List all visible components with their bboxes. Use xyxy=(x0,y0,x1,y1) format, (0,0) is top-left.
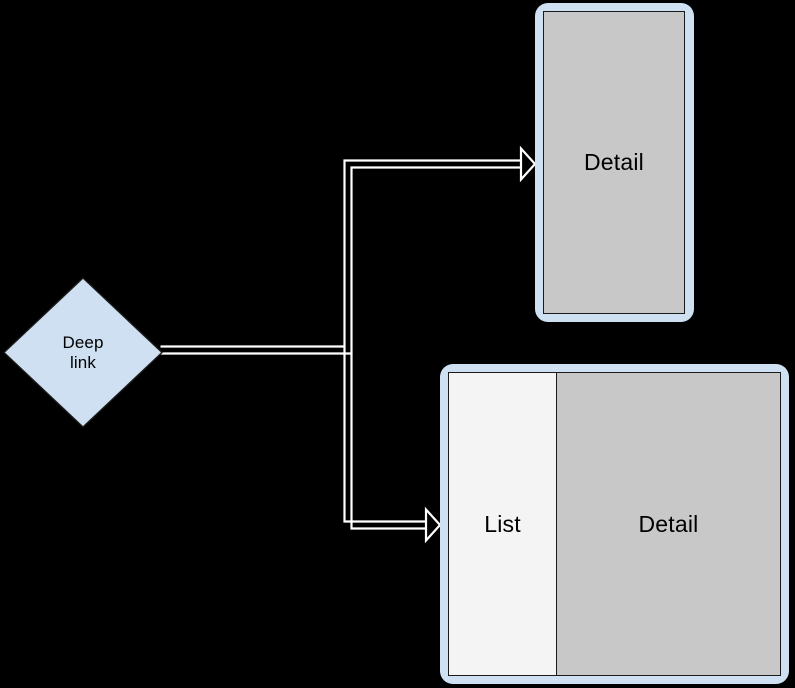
tablet-detail-pane: Detail xyxy=(557,373,780,675)
phone-screen: Detail xyxy=(543,11,685,314)
diamond-shape xyxy=(3,277,163,428)
arrowhead-tablet xyxy=(424,506,442,544)
node-deep-link-label-line1: Deep xyxy=(62,332,104,352)
edge-deep-link-to-phone xyxy=(160,145,537,355)
arrowhead-phone xyxy=(519,145,537,183)
node-tablet-frame[interactable]: List Detail xyxy=(440,364,789,684)
phone-detail-pane: Detail xyxy=(544,12,684,313)
node-deep-link-label-line2: link xyxy=(70,352,96,372)
node-deep-link-label: Deep link xyxy=(3,277,163,428)
tablet-screen: List Detail xyxy=(448,372,781,676)
edge-deep-link-to-tablet xyxy=(343,346,442,544)
node-phone-frame[interactable]: Detail xyxy=(535,3,694,322)
node-deep-link[interactable]: Deep link xyxy=(3,277,163,428)
tablet-list-pane: List xyxy=(449,373,557,675)
